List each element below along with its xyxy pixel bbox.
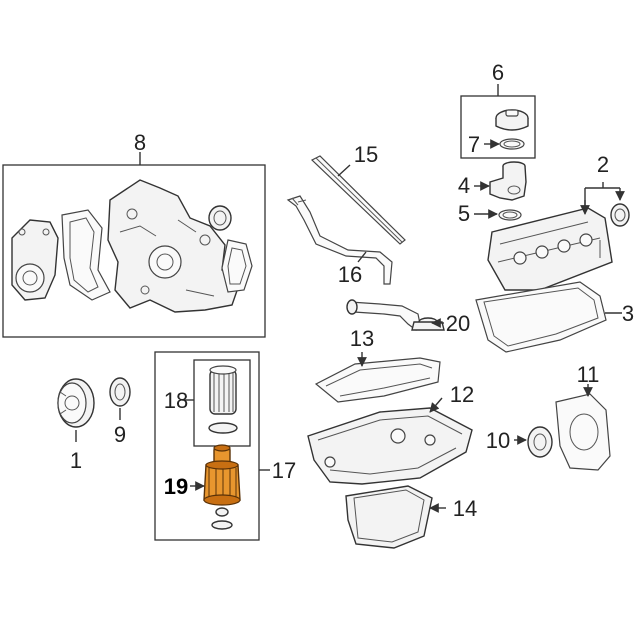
- filter-element-part: [208, 365, 238, 434]
- callout-3: 3: [622, 301, 634, 326]
- filler-neck-part[interactable]: [474, 161, 527, 201]
- group-8-frame: [2, 164, 266, 338]
- valve-cover-seal-part[interactable]: [610, 203, 630, 227]
- valve-cover-part[interactable]: [487, 207, 613, 291]
- crank-seal-part[interactable]: [109, 377, 131, 420]
- water-pump-part: [11, 219, 59, 301]
- filler-seal-part[interactable]: [474, 209, 522, 221]
- valve-cover-gasket-part[interactable]: [475, 281, 622, 353]
- oil-cap-group[interactable]: [460, 84, 536, 159]
- group-17-frame: [154, 351, 260, 541]
- callout-20: 20: [446, 311, 470, 336]
- oil-strainer-part[interactable]: [346, 299, 445, 331]
- cover-seal-part: [208, 205, 232, 231]
- callout-14: 14: [453, 496, 477, 521]
- cover-gasket-part: [61, 209, 111, 301]
- dipstick-part[interactable]: [310, 155, 406, 245]
- callout-16: 16: [338, 262, 362, 287]
- callout-18: 18: [164, 388, 188, 413]
- rear-cover-part[interactable]: [555, 384, 611, 471]
- cover-side-gasket-part: [221, 239, 253, 293]
- callout-19[interactable]: 19: [164, 474, 188, 499]
- leader-2: [584, 182, 620, 210]
- timing-cover-group[interactable]: [2, 152, 266, 338]
- callout-2: 2: [597, 152, 609, 177]
- callout-12: 12: [450, 382, 474, 407]
- callout-15: 15: [354, 142, 378, 167]
- rear-seal-part[interactable]: [514, 426, 553, 458]
- callout-6: 6: [492, 60, 504, 85]
- oil-baffle-part[interactable]: [314, 352, 441, 403]
- callout-13: 13: [350, 326, 374, 351]
- dipstick-tube-part[interactable]: [286, 195, 393, 285]
- callout-7: 7: [468, 132, 480, 157]
- oil-cap-part: [495, 109, 529, 131]
- callout-5: 5: [458, 201, 470, 226]
- drain-plug-part: [211, 507, 233, 530]
- callout-11: 11: [577, 362, 600, 387]
- callout-4: 4: [458, 173, 470, 198]
- upper-oil-pan-part[interactable]: [307, 397, 473, 485]
- callout-1: 1: [70, 448, 82, 473]
- callout-17: 17: [272, 458, 296, 483]
- oil-filter-housing-part[interactable]: [203, 444, 241, 506]
- oil-filter-group[interactable]: [154, 351, 270, 541]
- callout-9: 9: [114, 422, 126, 447]
- timing-cover-part: [107, 179, 241, 313]
- callout-8: 8: [134, 130, 146, 155]
- cap-oring-part: [499, 138, 525, 150]
- lower-oil-pan-part[interactable]: [345, 485, 446, 549]
- callout-10: 10: [486, 428, 510, 453]
- crank-pulley-part[interactable]: [57, 378, 95, 442]
